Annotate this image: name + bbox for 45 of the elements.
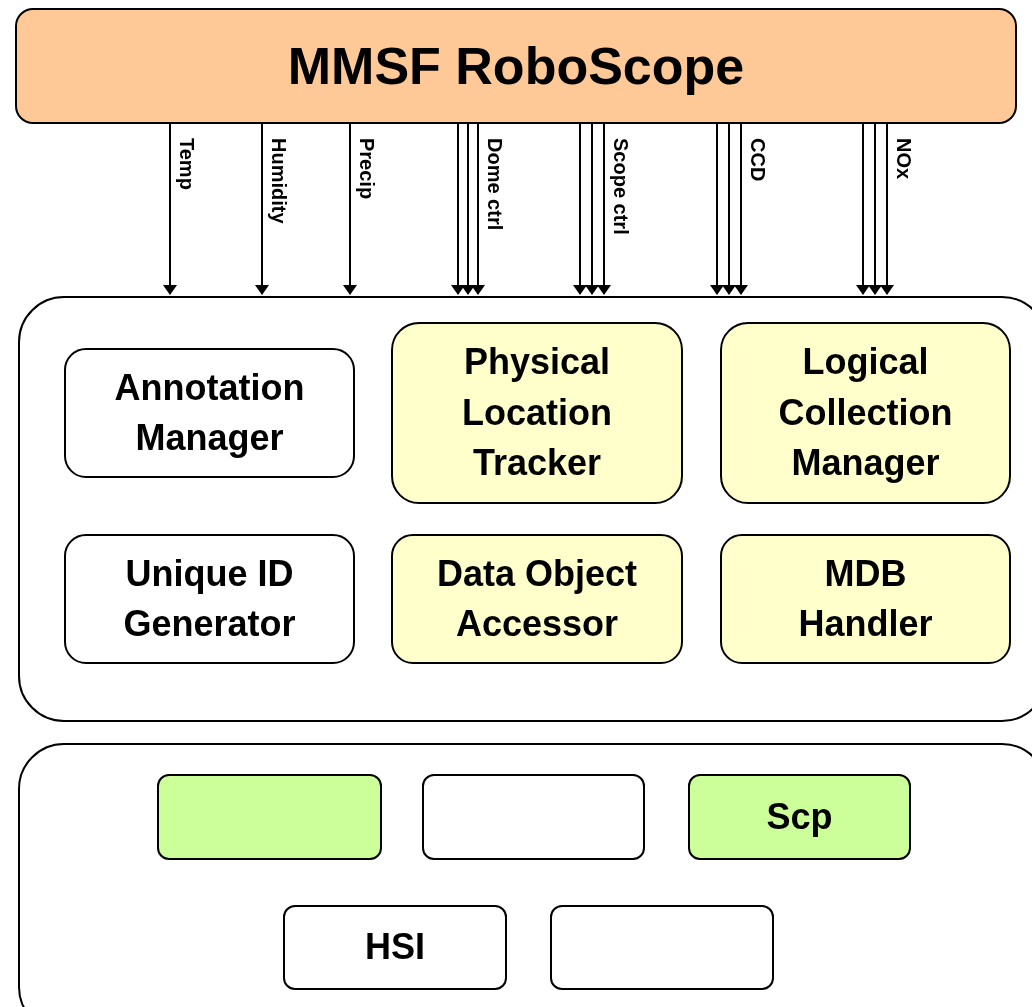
- arrow: [722, 123, 736, 295]
- component-label: Annotation Manager: [113, 365, 306, 460]
- component-label: Unique ID Generator: [122, 551, 297, 646]
- edge-label: Temp: [177, 138, 197, 190]
- arrow: [471, 123, 485, 295]
- edge-label: Humidity: [269, 138, 289, 224]
- edge-label: Dome ctrl: [485, 138, 505, 231]
- arrow: [734, 123, 748, 295]
- component-label: Logical Collection Manager: [777, 340, 954, 486]
- arrow: [163, 123, 177, 295]
- component-box: [720, 534, 1011, 664]
- arrow: [710, 123, 724, 295]
- component-label: Physical Location Tracker: [461, 340, 613, 486]
- arrow: [856, 123, 870, 295]
- component-box: [391, 322, 683, 504]
- component-box: [157, 774, 382, 860]
- title-box: [15, 8, 1017, 124]
- arrow: [451, 123, 465, 295]
- system-label: MMSF RoboScope: [286, 35, 746, 97]
- component-box: [720, 322, 1011, 504]
- storage-panel: [18, 743, 1032, 1007]
- edge-label: NOx: [894, 138, 914, 180]
- arrow: [461, 123, 475, 295]
- arrow: [255, 123, 269, 295]
- arrow: [343, 123, 357, 295]
- component-label: Data Object Accessor: [435, 551, 639, 646]
- edge-label: CCD: [748, 138, 768, 182]
- edge-label: Precip: [357, 138, 377, 200]
- arrow: [573, 123, 587, 295]
- component-box: [283, 905, 507, 990]
- component-box: [550, 905, 774, 990]
- arrow: [585, 123, 599, 295]
- component-panel: [18, 296, 1032, 722]
- component-box: [64, 534, 355, 664]
- arrow: [880, 123, 894, 295]
- arrow: [868, 123, 882, 295]
- component-box: [688, 774, 911, 860]
- component-label: HSI: [364, 925, 426, 970]
- component-label: Scp: [765, 794, 834, 839]
- component-box: [422, 774, 645, 860]
- edge-label: Scope ctrl: [611, 138, 631, 235]
- component-box: [391, 534, 683, 664]
- arrow: [597, 123, 611, 295]
- component-box: [64, 348, 355, 478]
- component-label: MDB Handler: [797, 551, 934, 646]
